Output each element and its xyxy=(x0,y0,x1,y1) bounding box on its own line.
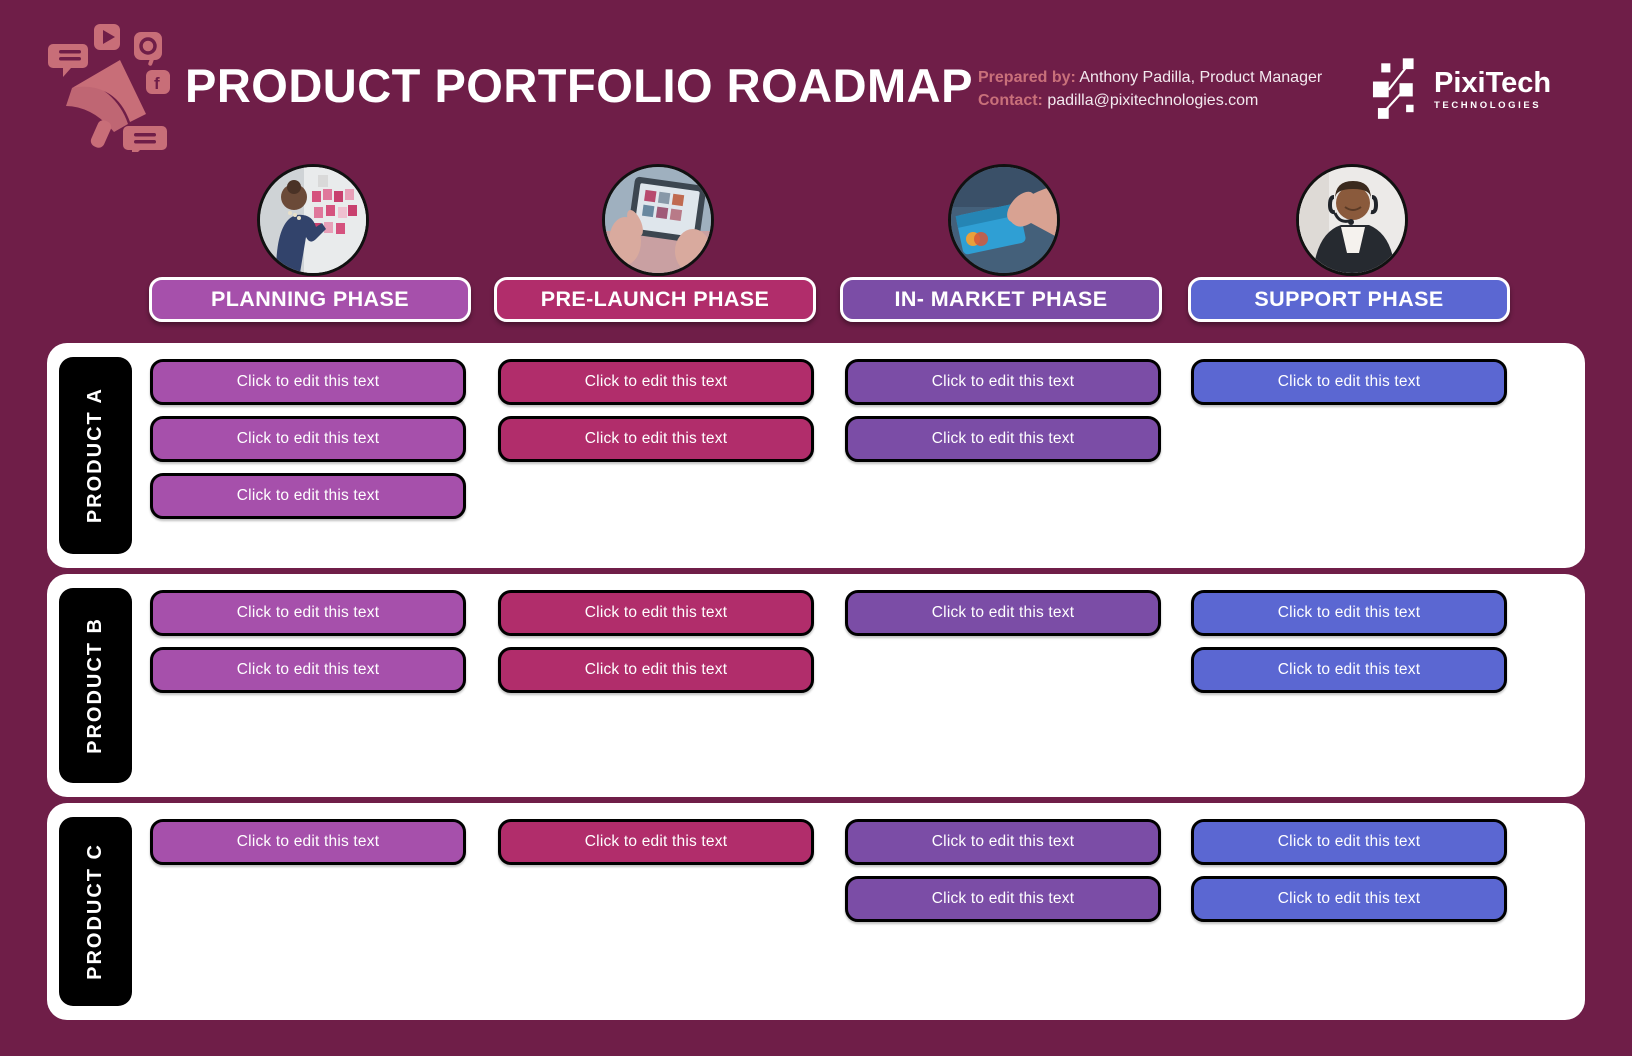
support-phase-photo[interactable] xyxy=(1296,164,1408,276)
phase-label: IN- MARKET PHASE xyxy=(894,287,1108,311)
edit-text-button[interactable]: Click to edit this text xyxy=(150,647,466,693)
planning-phase-photo[interactable] xyxy=(257,164,369,276)
support-agent-with-headset-image xyxy=(1299,167,1405,273)
phase-cell: Click to edit this text xyxy=(1191,359,1507,405)
edit-text-button[interactable]: Click to edit this text xyxy=(498,590,814,636)
edit-text-button[interactable]: Click to edit this text xyxy=(1191,590,1507,636)
phase-label: SUPPORT PHASE xyxy=(1254,287,1444,311)
edit-text-button[interactable]: Click to edit this text xyxy=(1191,359,1507,405)
product-tag-label: PRODUCT A xyxy=(84,387,106,524)
phase-pill-pre-launch[interactable]: PRE-LAUNCH PHASE xyxy=(494,277,816,322)
edit-text-button[interactable]: Click to edit this text xyxy=(845,876,1161,922)
edit-text-button[interactable]: Click to edit this text xyxy=(1191,647,1507,693)
edit-text-button[interactable]: Click to edit this text xyxy=(845,416,1161,462)
pixel-constellation-logo-icon xyxy=(1372,58,1414,119)
prepared-by-line: Prepared by: Anthony Padilla, Product Ma… xyxy=(978,66,1358,89)
logo-subtitle: TECHNOLOGIES xyxy=(1434,99,1542,111)
product-tag-c[interactable]: PRODUCT C xyxy=(59,817,132,1006)
hand-holding-credit-card-image xyxy=(951,167,1057,273)
phase-label: PRE-LAUNCH PHASE xyxy=(540,287,770,311)
edit-text-button[interactable]: Click to edit this text xyxy=(845,359,1161,405)
edit-text-button[interactable]: Click to edit this text xyxy=(150,473,466,519)
megaphone-social-icon: f xyxy=(48,24,170,152)
edit-text-button[interactable]: Click to edit this text xyxy=(150,590,466,636)
page-title: PRODUCT PORTFOLIO ROADMAP xyxy=(185,59,973,112)
phase-pill-support[interactable]: SUPPORT PHASE xyxy=(1188,277,1510,322)
logo-name: PixiTech xyxy=(1434,66,1552,99)
phase-cell: Click to edit this text xyxy=(845,590,1161,636)
edit-text-button[interactable]: Click to edit this text xyxy=(150,359,466,405)
product-tag-label: PRODUCT C xyxy=(84,843,106,980)
prepared-by-value: Anthony Padilla, Product Manager xyxy=(1079,69,1323,86)
hands-holding-tablet-image xyxy=(605,167,711,273)
edit-text-button[interactable]: Click to edit this text xyxy=(498,647,814,693)
prepared-contact-block: Prepared by: Anthony Padilla, Product Ma… xyxy=(978,66,1358,112)
phase-cell: Click to edit this text xyxy=(498,819,814,865)
edit-text-button[interactable]: Click to edit this text xyxy=(150,416,466,462)
prepared-by-label: Prepared by: xyxy=(978,69,1076,86)
product-tag-label: PRODUCT B xyxy=(84,617,106,754)
product-tag-a[interactable]: PRODUCT A xyxy=(59,357,132,554)
phase-pill-planning[interactable]: PLANNING PHASE xyxy=(149,277,471,322)
pre-launch-phase-photo[interactable] xyxy=(602,164,714,276)
contact-line: Contact: padilla@pixitechnologies.com xyxy=(978,89,1358,112)
company-logo: PixiTech TECHNOLOGIES xyxy=(1368,56,1588,122)
woman-at-sticky-note-board-image xyxy=(260,167,366,273)
svg-text:f: f xyxy=(154,74,160,93)
edit-text-button[interactable]: Click to edit this text xyxy=(845,819,1161,865)
product-tag-b[interactable]: PRODUCT B xyxy=(59,588,132,783)
edit-text-button[interactable]: Click to edit this text xyxy=(1191,819,1507,865)
edit-text-button[interactable]: Click to edit this text xyxy=(150,819,466,865)
phase-label: PLANNING PHASE xyxy=(211,287,409,311)
phase-pill-in-market[interactable]: IN- MARKET PHASE xyxy=(840,277,1162,322)
edit-text-button[interactable]: Click to edit this text xyxy=(498,819,814,865)
edit-text-button[interactable]: Click to edit this text xyxy=(498,416,814,462)
contact-value: padilla@pixitechnologies.com xyxy=(1047,92,1259,109)
edit-text-button[interactable]: Click to edit this text xyxy=(845,590,1161,636)
phase-cell: Click to edit this text xyxy=(150,819,466,865)
contact-label: Contact: xyxy=(978,92,1043,109)
in-market-phase-photo[interactable] xyxy=(948,164,1060,276)
edit-text-button[interactable]: Click to edit this text xyxy=(1191,876,1507,922)
edit-text-button[interactable]: Click to edit this text xyxy=(498,359,814,405)
